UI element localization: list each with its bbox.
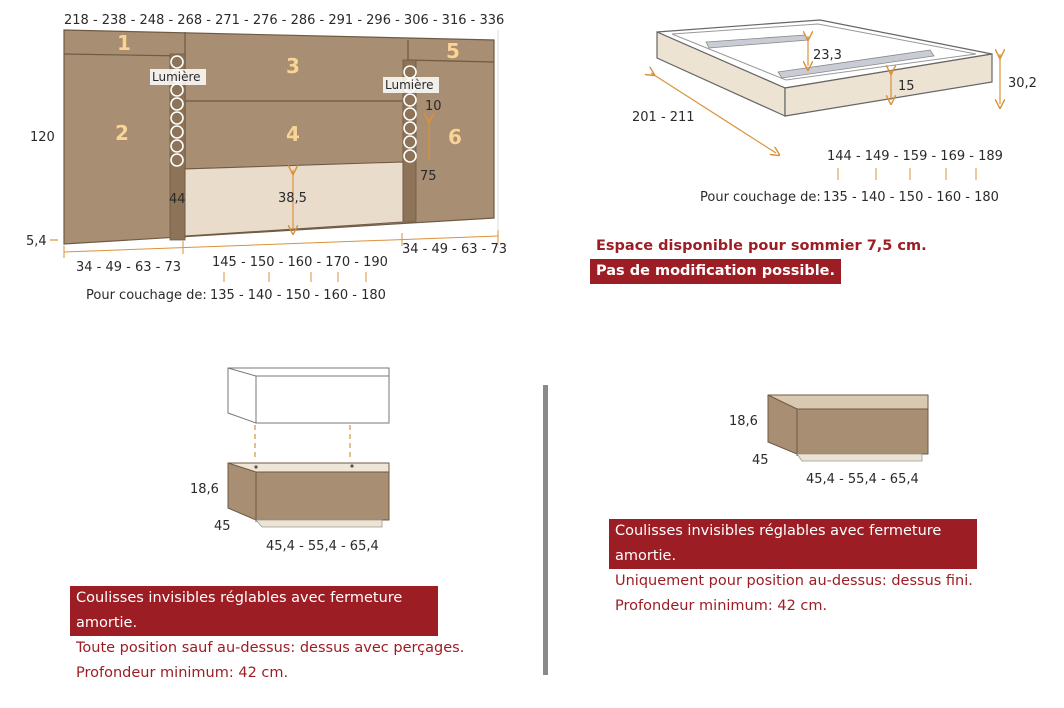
ns-left-note-title-2: amortie. <box>70 611 438 636</box>
frame-widths-dim: 144 - 149 - 159 - 169 - 189 <box>827 149 1003 164</box>
headboard-top-dimensions: 218 - 238 - 248 - 268 - 271 - 276 - 286 … <box>64 13 504 28</box>
ns-right-note-title-2: amortie. <box>609 544 977 569</box>
strip-gap-dim: 44 <box>169 192 186 207</box>
ns-right-height: 18,6 <box>729 414 758 429</box>
center-width-dim: 145 - 150 - 160 - 170 - 190 <box>212 255 388 270</box>
frame-couchage-label: Pour couchage de: <box>700 190 821 205</box>
panel-number-5: 5 <box>446 39 460 63</box>
ns-right-note-line1: Uniquement pour position au-dessus: dess… <box>615 573 973 589</box>
frame-dim-23: 23,3 <box>813 48 842 63</box>
dim-10: 10 <box>425 99 442 114</box>
ns-left-note-line2: Profondeur minimum: 42 cm. <box>76 665 289 681</box>
ns-right-widths: 45,4 - 55,4 - 65,4 <box>806 472 919 487</box>
frame-dim-30: 30,2 <box>1008 76 1037 91</box>
ns-left-note: Coulisses invisibles réglables avec ferm… <box>70 586 510 686</box>
couchage-values: 135 - 140 - 150 - 160 - 180 <box>210 288 386 303</box>
frame-couchage-values: 135 - 140 - 150 - 160 - 180 <box>823 190 999 205</box>
dim-75: 75 <box>420 169 437 184</box>
headboard-height-dim: 120 <box>30 130 55 145</box>
ns-right-note-line2: Profondeur minimum: 42 cm. <box>615 598 828 614</box>
bed-frame-diagram: 23,3 15 30,2 201 - 211 144 - 149 - 159 -… <box>632 19 1037 205</box>
ns-right-note-title-1: Coulisses invisibles réglables avec ferm… <box>609 519 977 544</box>
frame-note: Espace disponible pour sommier 7,5 cm. P… <box>590 234 933 284</box>
panel-number-1: 1 <box>117 31 131 55</box>
frame-dim-15: 15 <box>898 79 915 94</box>
side-width-left-dim: 34 - 49 - 63 - 73 <box>76 260 181 275</box>
niche-height-dim: 38,5 <box>278 191 307 206</box>
panel-number-4: 4 <box>286 122 300 146</box>
frame-note-nomod: Pas de modification possible. <box>590 259 842 284</box>
ns-left-widths: 45,4 - 55,4 - 65,4 <box>266 539 379 554</box>
base-height-dim: 5,4 <box>26 234 47 249</box>
ns-left-note-title-1: Coulisses invisibles réglables avec ferm… <box>70 586 438 611</box>
side-width-right-dim: 34 - 49 - 63 - 73 <box>402 242 507 257</box>
ns-left-height: 18,6 <box>190 482 219 497</box>
panel-number-2: 2 <box>115 121 129 145</box>
ns-left-depth: 45 <box>214 519 231 534</box>
section-separator <box>543 385 548 675</box>
ns-left-note-line1: Toute position sauf au-dessus: dessus av… <box>76 640 465 656</box>
couchage-label: Pour couchage de: <box>86 288 207 303</box>
frame-front-side <box>784 53 993 117</box>
nightstand-left-diagram: 18,6 45 45,4 - 55,4 - 65,4 <box>190 367 390 554</box>
ns-right-depth: 45 <box>752 453 769 468</box>
headboard-diagram: 218 - 238 - 248 - 268 - 271 - 276 - 286 … <box>26 13 507 303</box>
panel-number-3: 3 <box>286 54 300 78</box>
ns-right-note: Coulisses invisibles réglables avec ferm… <box>609 519 1029 619</box>
light-label-right: Lumière <box>385 78 434 92</box>
frame-note-space: Espace disponible pour sommier 7,5 cm. <box>596 238 927 254</box>
light-label-left: Lumière <box>152 70 201 84</box>
frame-length-dim: 201 - 211 <box>632 110 695 125</box>
panel-number-6: 6 <box>448 125 462 149</box>
nightstand-right-diagram: 18,6 45 45,4 - 55,4 - 65,4 <box>729 394 929 487</box>
